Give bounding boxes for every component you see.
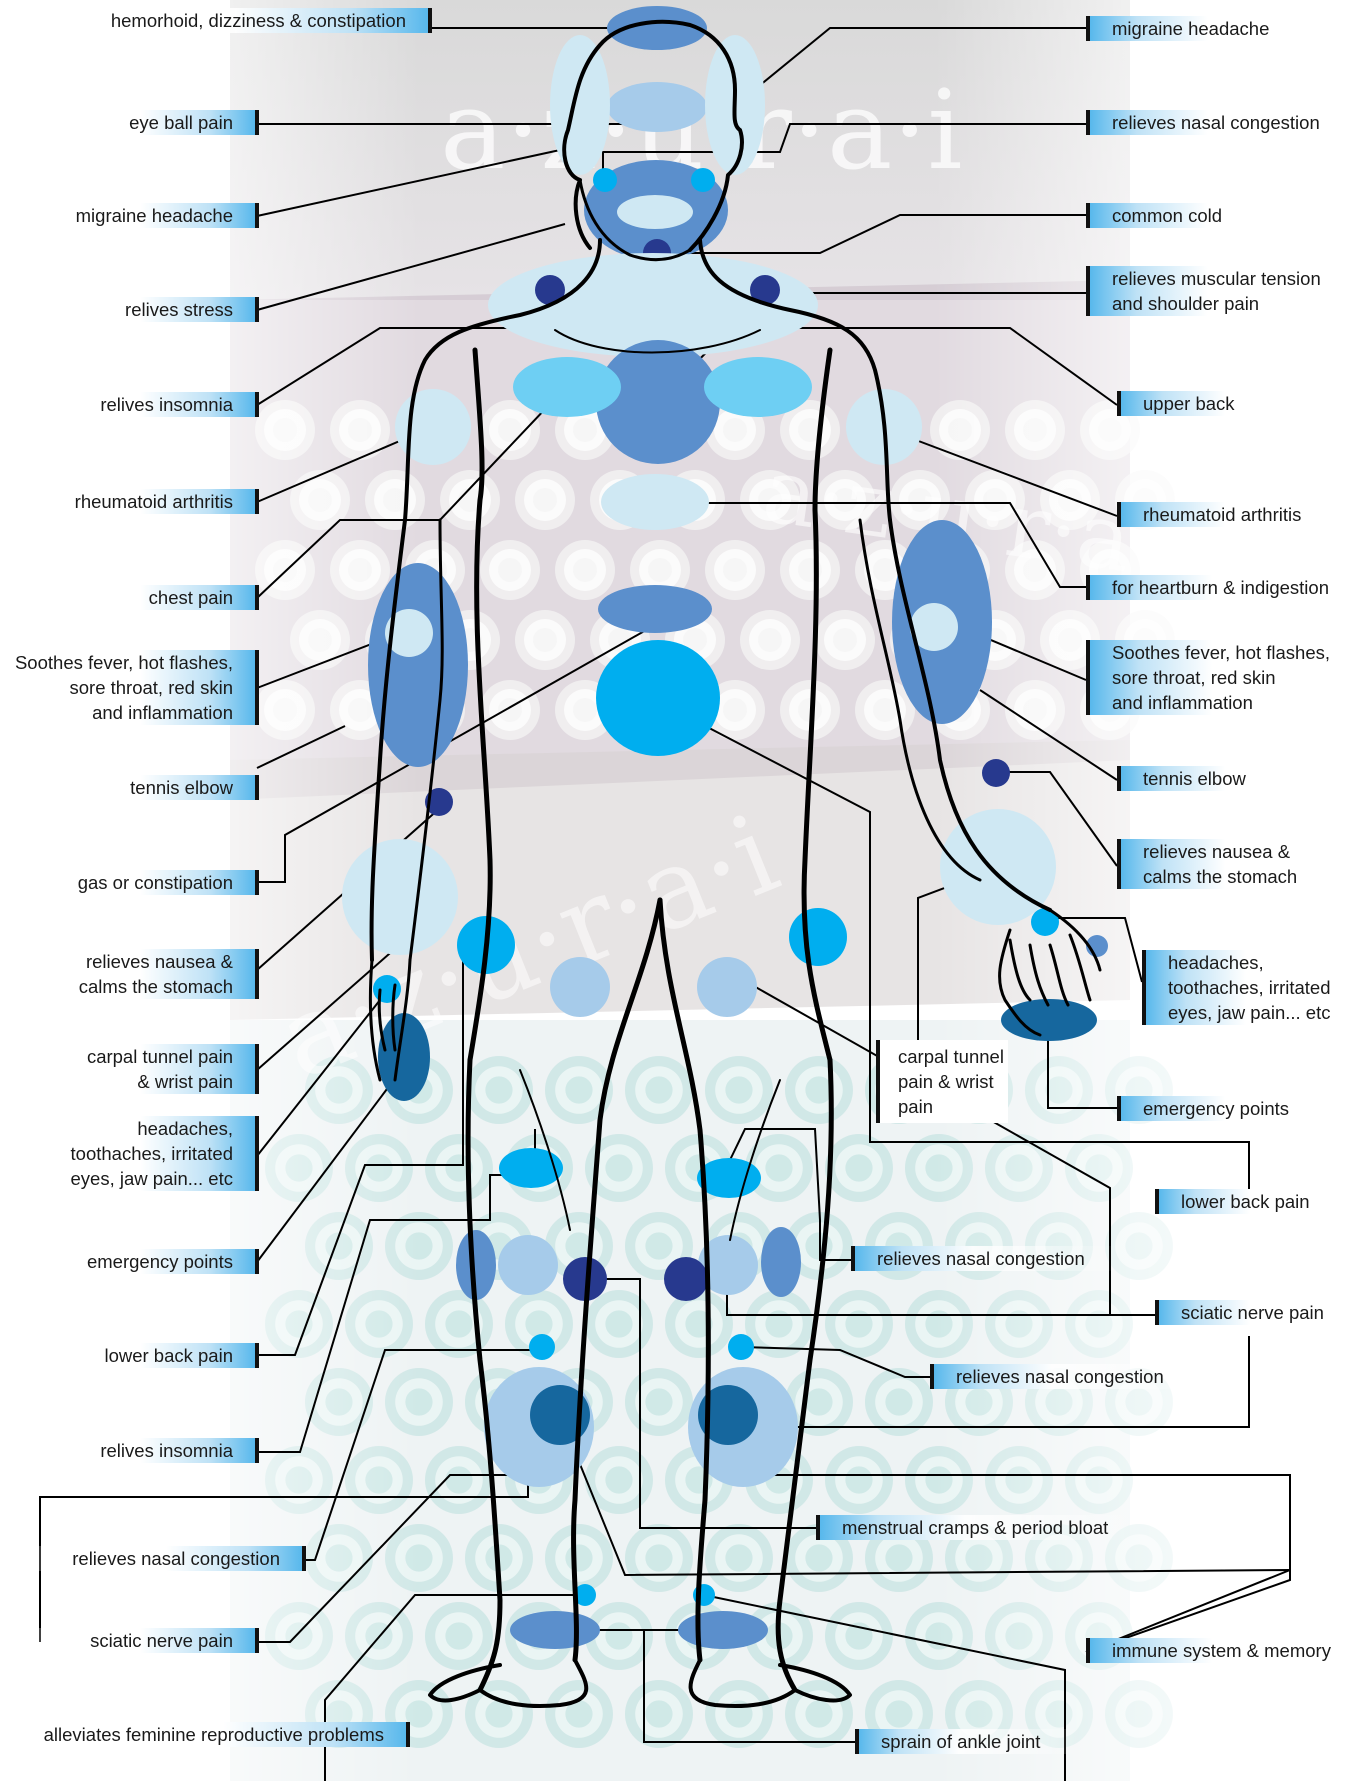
label-immune-system-memory: immune system & memory: [1086, 1638, 1354, 1663]
label-heartburn-indigestion: for heartburn & indigestion: [1086, 575, 1354, 600]
point-epigastrium: [601, 474, 709, 530]
rose-shape: [625, 1368, 693, 1436]
point-groin-left: [550, 957, 610, 1017]
label-relives-stress: relives stress: [0, 297, 259, 322]
label-hemorhoid: hemorhoid, dizziness & constipation: [0, 8, 432, 33]
label-emergency-points: emergency points: [0, 1249, 259, 1274]
point-ear-left: [550, 35, 610, 175]
point-groin-right: [697, 957, 757, 1017]
rose-shape: [825, 1134, 893, 1202]
rose-shape: [555, 540, 615, 600]
label-carpal-tunnel-right: carpal tunnelpain & wristpain: [876, 1040, 1008, 1123]
point-knee-top-left: [529, 1334, 555, 1360]
rose-shape: [515, 610, 575, 670]
label-relives-insomnia: relives insomnia: [0, 392, 259, 417]
label-relieves-nausea-right: relieves nausea &calms the stomach: [1117, 839, 1353, 889]
rose-shape: [425, 1446, 493, 1514]
label-alleviates-feminine: alleviates feminine reproductive problem…: [0, 1722, 410, 1747]
label-common-cold: common cold: [1086, 203, 1352, 228]
point-temple-right: [691, 168, 715, 192]
label-migraine-headache: migraine headache: [0, 203, 259, 228]
rose-shape: [740, 610, 800, 670]
rose-shape: [585, 1290, 653, 1358]
rose-shape: [705, 1680, 773, 1748]
label-rheumatoid-arthritis: rheumatoid arthritis: [0, 489, 259, 514]
rose-shape: [815, 610, 875, 670]
point-nose: [617, 195, 693, 229]
rose-shape: [665, 1290, 733, 1358]
label-sciatic-nerve-pain-right: sciatic nerve pain: [1155, 1300, 1354, 1325]
point-hip-right: [789, 908, 847, 966]
point-forehead: [607, 82, 707, 132]
rose-shape: [825, 1602, 893, 1670]
rose-shape: [865, 1368, 933, 1436]
label-relieves-nasal-congestion-knee: relieves nasal congestion: [930, 1364, 1196, 1389]
point-upper-abdomen: [598, 585, 712, 633]
rose-shape: [545, 1524, 613, 1592]
rose-shape: [425, 1290, 493, 1358]
label-upper-back: upper back: [1117, 391, 1353, 416]
rose-shape: [545, 1680, 613, 1748]
point-wrist-left: [342, 839, 458, 955]
rose-shape: [425, 1134, 493, 1202]
label-relieves-nasal-congestion-top: relieves nasal congestion: [1086, 110, 1352, 135]
point-foot-left: [510, 1611, 600, 1649]
rose-shape: [480, 680, 540, 740]
point-thigh-left: [499, 1148, 563, 1188]
label-soothes-fever-right: Soothes fever, hot flashes,sore throat, …: [1086, 640, 1354, 715]
label-soothes-fever: Soothes fever, hot flashes,sore throat, …: [0, 650, 259, 725]
label-sciatic-nerve-pain: sciatic nerve pain: [0, 1628, 259, 1653]
point-navel: [596, 640, 720, 756]
point-temple-left: [593, 168, 617, 192]
label-lower-back-pain-right: lower back pain: [1155, 1189, 1354, 1214]
point-inner-thigh-left: [498, 1235, 558, 1295]
rose-shape: [625, 1056, 693, 1124]
label-lower-back-pain: lower back pain: [0, 1343, 259, 1368]
label-relieves-nasal-congestion: relieves nasal congestion: [0, 1546, 306, 1571]
rose-shape: [625, 1524, 693, 1592]
rose-shape: [705, 540, 765, 600]
rose-shape: [425, 1602, 493, 1670]
rose-shape: [440, 470, 500, 530]
label-eye-ball-pain: eye ball pain: [0, 110, 259, 135]
point-outer-thigh-right: [761, 1227, 801, 1297]
label-chest-pain: chest pain: [0, 585, 259, 610]
label-relieves-nasal-congestion-mid: relieves nasal congestion: [851, 1246, 1117, 1271]
point-wrist-right: [940, 809, 1056, 925]
rose-shape: [515, 470, 575, 530]
label-gas-or-constipation: gas or constipation: [0, 870, 259, 895]
label-tennis-elbow: tennis elbow: [0, 775, 259, 800]
point-knee-top-right: [728, 1334, 754, 1360]
point-chest-left: [513, 357, 621, 417]
rose-shape: [705, 1524, 773, 1592]
rose-shape: [825, 1290, 893, 1358]
rose-shape: [705, 1056, 773, 1124]
label-tennis-elbow-right: tennis elbow: [1117, 766, 1353, 791]
label-menstrual-cramps: menstrual cramps & period bloat: [816, 1515, 1142, 1540]
point-hand-left: [373, 975, 401, 1003]
rose-shape: [480, 540, 540, 600]
point-chest-right: [704, 357, 812, 417]
label-sprain-of-ankle-joint: sprain of ankle joint: [855, 1729, 1081, 1754]
rose-shape: [625, 1680, 693, 1748]
label-relieves-nausea: relieves nausea &calms the stomach: [0, 949, 259, 999]
label-relieves-muscular-tension: relieves muscular tensionand shoulder pa…: [1086, 266, 1352, 316]
label-relives-insomnia-lower: relives insomnia: [0, 1438, 259, 1463]
label-rheumatoid-arthritis-right: rheumatoid arthritis: [1117, 502, 1353, 527]
point-knee-inner-right: [664, 1257, 708, 1301]
rose-shape: [465, 1056, 533, 1124]
rose-shape: [785, 1056, 853, 1124]
point-sternum: [596, 340, 720, 464]
label-carpal-tunnel: carpal tunnel pain& wrist pain: [0, 1044, 259, 1094]
point-foot-right: [678, 1611, 768, 1649]
label-migraine-headache-right: migraine headache: [1086, 16, 1352, 41]
rose-shape: [825, 1446, 893, 1514]
label-emergency-points-right: emergency points: [1117, 1096, 1353, 1121]
point-wrist-inner-right: [982, 759, 1010, 787]
